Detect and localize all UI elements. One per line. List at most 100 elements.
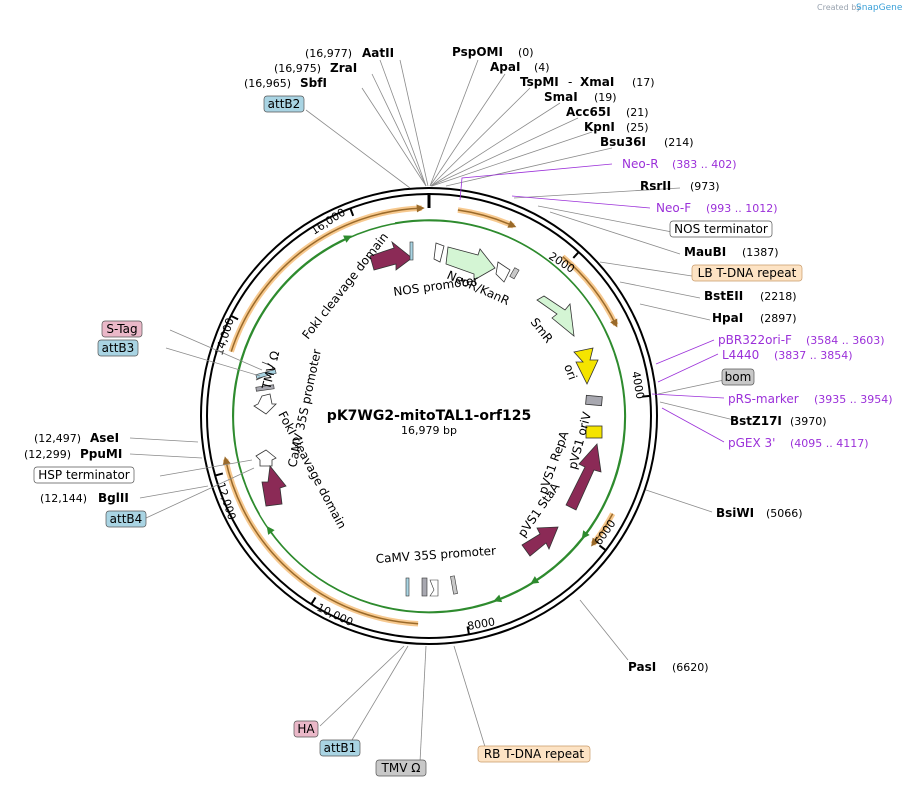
arc-left-arrowhead [416, 204, 425, 213]
enzyme-pos-bglii: (12,144) [40, 492, 87, 505]
arc-bottom-left-arrowhead [222, 456, 231, 466]
arc-left [230, 207, 422, 352]
primer-pbr322ori-f: pBR322ori-F [718, 333, 792, 347]
pvs1-oriv-block [585, 425, 603, 439]
enzyme-zrai: ZraI [330, 61, 357, 75]
backbone-outer [200, 187, 658, 645]
foki-left-label: FokI cleavage domain [275, 409, 349, 531]
enzyme-aatii: AatII [362, 46, 394, 60]
attb4-text: attB4 [110, 512, 143, 526]
arc-green-left [232, 219, 627, 614]
enzyme-pos-asei: (12,497) [34, 432, 81, 445]
attb1-block [405, 577, 410, 597]
boxed-label-lb-tdna: LB T-DNA repeat [691, 264, 803, 282]
boxed-label-stag: S-Tag [101, 320, 143, 338]
bom-block [585, 394, 603, 407]
nos-terminator-text: NOS terminator [674, 222, 768, 236]
credit-text: Created by [817, 3, 861, 12]
enzyme-bsteii: BstEII [704, 289, 743, 303]
primer-pgex-3: pGEX 3' [728, 436, 775, 450]
primer-pos-neo-f: (993 .. 1012) [706, 202, 778, 215]
enzyme-acc65i: Acc65I [566, 105, 611, 119]
rb-block [450, 575, 458, 595]
arc-right-arrowhead [610, 318, 618, 328]
tick-mark [214, 472, 224, 477]
enzyme-pos-hpai: (2897) [760, 312, 797, 325]
primer-pos-l4440: (3837 .. 3854) [774, 349, 853, 362]
enzyme-pos-xmai: (17) [632, 76, 655, 89]
boxed-label-rb-tdna: RB T-DNA repeat [477, 745, 591, 763]
enzyme-pos-apai: (4) [534, 61, 550, 74]
enzyme-bglii: BglII [98, 491, 129, 505]
primer-pos-pbr322ori-f: (3584 .. 3603) [806, 334, 885, 347]
boxed-label-attb3: attB3 [97, 339, 139, 357]
enzyme-pasi: PasI [628, 660, 656, 674]
boxed-label-ha: HA [293, 720, 319, 738]
enzyme-asei: AseI [90, 431, 119, 445]
boxed-label-attb1: attB1 [319, 739, 361, 757]
arc-green-left-arrowhead [266, 526, 275, 535]
tick-mark [230, 314, 239, 321]
feature-arcs [222, 204, 627, 627]
tmv-bottom-text: TMV Ω [381, 761, 421, 775]
tmv-left-block [255, 384, 275, 392]
leader-lines [129, 59, 735, 763]
arc-green-bottom-1-arrowhead [530, 576, 540, 584]
arc-top-right-arrowhead [507, 220, 517, 228]
ori-label: ori [561, 362, 579, 381]
enzyme-pos-sbfi: (16,965) [244, 77, 291, 90]
enzyme-sbfi: SbfI [300, 76, 327, 90]
enzyme-bstz17i: BstZ17I [730, 414, 782, 428]
misc-box [509, 267, 520, 280]
tmv-block [421, 577, 428, 597]
enzyme-ppumi: PpuMI [80, 447, 122, 461]
enzyme-rsrii: RsrII [640, 179, 671, 193]
neor-arrow [445, 246, 496, 281]
ha-text: HA [297, 722, 315, 736]
snapgene-logo: SnapGene [856, 3, 903, 13]
enzyme-hpai: HpaI [712, 311, 743, 325]
plasmid-length: 16,979 bp [401, 424, 457, 437]
stag-text: S-Tag [106, 322, 137, 336]
tick-mark [466, 626, 470, 635]
lb-tdna-text: LB T-DNA repeat [698, 266, 797, 280]
arc-bottom-left [224, 459, 419, 625]
arc-right [562, 256, 617, 326]
attb1-text: attB1 [324, 741, 357, 755]
boxed-label-attb4: attB4 [105, 510, 147, 528]
nos-promoter-arrow [433, 242, 445, 263]
enzyme-xmai: XmaI [580, 75, 614, 89]
camv-bottom-label: CaMV 35S promoter [375, 544, 496, 566]
tick-mark [572, 251, 580, 259]
plasmid-name: pK7WG2-mitoTAL1-orf125 [327, 408, 531, 424]
hsp-terminator-text: HSP terminator [38, 468, 130, 482]
attb3-block [255, 369, 277, 379]
tick-mark [642, 394, 651, 398]
enzyme-kpni: KpnI [584, 120, 615, 134]
boxed-label-nos-terminator: NOS terminator [669, 220, 773, 238]
foki-left-arrow [261, 465, 287, 507]
enzyme-pos-zrai: (16,975) [274, 62, 321, 75]
tmv-left-label: TMV Ω [259, 350, 282, 392]
attb2-text: attB2 [268, 97, 301, 111]
nos-promoter-label: NOS promoter [392, 273, 479, 299]
enzyme-pos-bsteii: (2218) [760, 290, 797, 303]
primer-l4440: L4440 [722, 348, 759, 362]
enzyme-pspomi: PspOMI [452, 45, 503, 59]
enzyme-bsiwi: BsiWI [716, 506, 754, 520]
enzyme-pos-smai: (19) [594, 91, 617, 104]
enzyme-smai: SmaI [544, 90, 578, 104]
smr-arrow [536, 295, 575, 337]
tick-mark [310, 596, 317, 605]
enzyme-pos-bsu36i: (214) [664, 136, 694, 149]
primer-neo-f: Neo-F [656, 201, 691, 215]
pvs1-staa-arrow [521, 526, 559, 557]
primer-neo-r: Neo-R [622, 157, 659, 171]
enzyme-pos-pasi: (6620) [672, 661, 709, 674]
enzyme-pos-bstz17i: (3970) [790, 415, 827, 428]
enzyme-pos-aatii: (16,977) [305, 47, 352, 60]
primer-leader-lines [459, 163, 725, 443]
boxed-label-bom: bom [721, 368, 755, 386]
primer-pos-prs-marker: (3935 .. 3954) [814, 393, 893, 406]
bom-text: bom [725, 370, 752, 384]
